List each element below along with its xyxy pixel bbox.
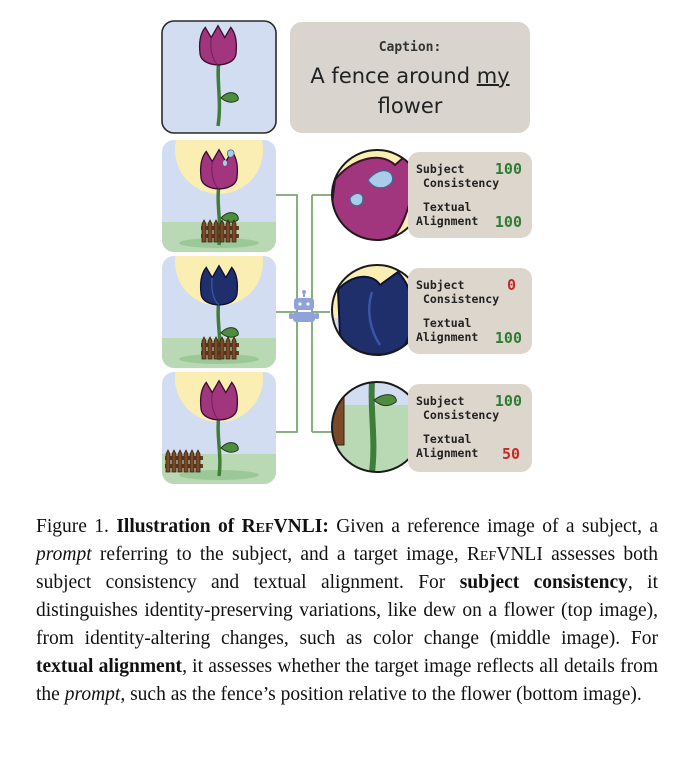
subject-score: 0	[506, 276, 516, 294]
caption-prompt-2: prompt	[64, 684, 121, 705]
zoom-circle-fence	[331, 381, 423, 473]
caption-text-emph: my	[476, 64, 510, 88]
textual-label: Textual	[423, 432, 472, 446]
caption-part-1: Given a reference image of a subject, a	[328, 516, 659, 537]
caption-part-4: , it distinguishes identity-preserving v…	[36, 572, 659, 649]
reference-image	[162, 21, 276, 133]
target-image-fence-position	[162, 372, 276, 484]
zoom-circle-dew	[331, 149, 423, 241]
subject-label: Subject	[416, 162, 465, 176]
caption-bold-2: textual alignment	[36, 656, 183, 677]
alignment-label: Alignment	[416, 214, 479, 228]
alignment-label: Alignment	[416, 330, 479, 344]
caption-title: Illustration of RefVNLI:	[116, 516, 329, 537]
subject-label-2: Consistency	[423, 408, 500, 422]
caption-text-before: A fence around	[310, 64, 477, 88]
textual-label: Textual	[423, 316, 472, 330]
caption-text-after: flower	[377, 94, 443, 118]
figure-graphic	[161, 20, 423, 484]
target-image-dew	[162, 140, 276, 252]
caption-bold-1: subject consistency	[459, 572, 628, 593]
caption-title-text: Illustration of	[116, 516, 242, 537]
caption-part-3: assesses both subject consistency and te…	[36, 544, 659, 593]
score-card-2: Subject Consistency 0 Textual Alignment …	[408, 268, 532, 354]
subject-label-2: Consistency	[423, 292, 500, 306]
caption-part-5: , it assesses whether the target image r…	[36, 656, 658, 705]
caption-title-name: RefVNLI:	[241, 516, 329, 537]
robot-icon	[289, 290, 319, 322]
caption-label: Caption:	[378, 40, 442, 55]
figure-label: Figure 1.	[36, 516, 109, 537]
alignment-label: Alignment	[416, 446, 479, 460]
prompt-caption-box: Caption: A fence around my flower	[290, 22, 530, 133]
textual-score: 50	[501, 445, 520, 463]
caption-part-2: referring to the subject, and a target i…	[91, 544, 467, 565]
caption-name: RefVNLI	[466, 544, 543, 565]
textual-score: 100	[494, 329, 522, 347]
subject-label-2: Consistency	[423, 176, 500, 190]
score-card-3: Subject Consistency 100 Textual Alignmen…	[408, 384, 532, 472]
caption-part-6: , such as the fence’s position relative …	[120, 684, 642, 705]
figure-caption: Figure 1. Illustration of RefVNLI: Given…	[36, 513, 658, 709]
textual-score: 100	[494, 213, 522, 231]
score-card-1: Subject Consistency 100 Textual Alignmen…	[408, 152, 532, 238]
figure-illustration: Caption: A fence around my flower Subjec…	[161, 20, 532, 484]
caption-text: A fence around my flower	[310, 61, 510, 121]
subject-score: 100	[494, 392, 522, 410]
caption-prompt-1: prompt	[36, 544, 92, 565]
subject-score: 100	[494, 160, 522, 178]
textual-label: Textual	[423, 200, 472, 214]
subject-label: Subject	[416, 394, 465, 408]
target-image-color-change	[162, 256, 276, 368]
subject-label: Subject	[416, 278, 465, 292]
